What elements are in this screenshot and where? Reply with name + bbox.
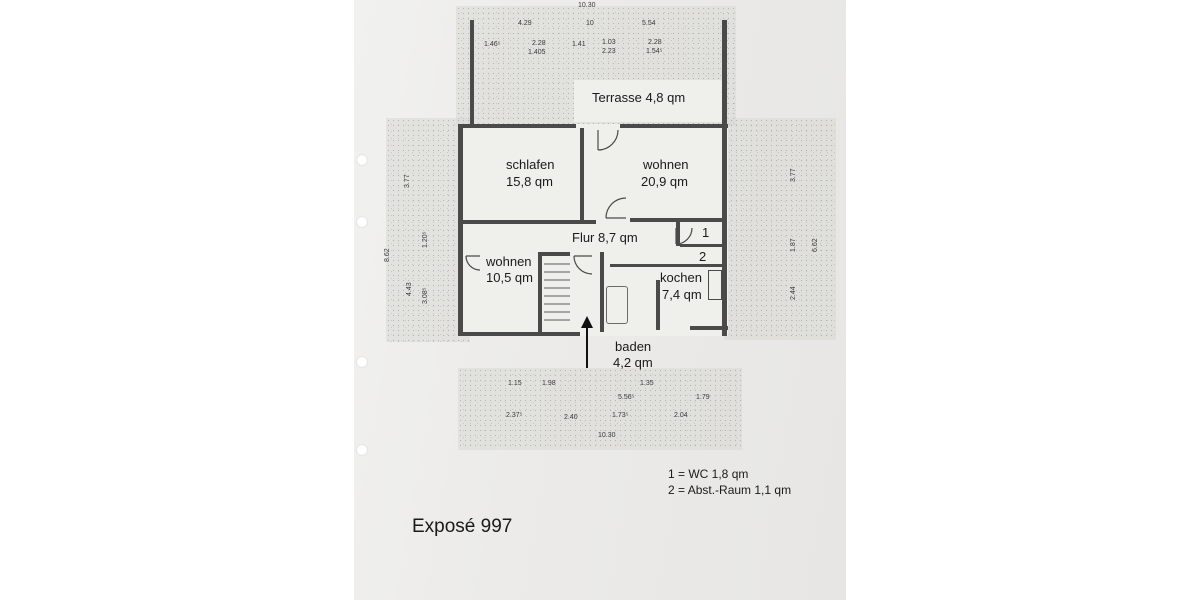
wall-wc-left — [676, 222, 680, 246]
wall-terrace-left — [470, 20, 474, 126]
wall-baden-left — [600, 252, 604, 332]
schlafen-label: schlafen — [506, 157, 555, 172]
punch-hole — [356, 444, 368, 456]
dim-label: 1.35 — [640, 380, 654, 387]
wall-mid-h-left — [458, 220, 596, 224]
dim-label: 1.98 — [542, 380, 556, 387]
wall-bottom — [458, 332, 580, 336]
door-arc-icon — [573, 255, 593, 275]
flur-label: Flur 8,7 qm — [572, 230, 638, 245]
punch-hole — [356, 154, 368, 166]
punch-hole — [356, 216, 368, 228]
stove-fixture — [708, 270, 722, 300]
dim-label: 2.28 — [532, 40, 546, 47]
dim-label: 10 — [586, 20, 594, 27]
wc-marker: 1 — [702, 225, 710, 240]
dim-label: 1.41 — [572, 41, 586, 48]
baden-label: baden — [615, 339, 652, 354]
dim-label: 2.40 — [564, 414, 578, 421]
dim-label: 2.28 — [648, 39, 662, 46]
dim-label: 5.54 — [642, 20, 656, 27]
door-arc-icon — [465, 255, 481, 271]
wall-mid-h-right — [630, 218, 726, 222]
wohnen-small-label: wohnen — [486, 254, 532, 269]
dim-label: 2.44 — [790, 286, 797, 300]
wohnen-big-area: 20,9 qm — [641, 174, 688, 189]
staircase-icon — [544, 263, 570, 321]
door-arc-icon — [675, 227, 693, 245]
plan-body — [458, 124, 728, 336]
legend-line: 2 = Abst.-Raum 1,1 qm — [668, 483, 792, 497]
dim-label: 2.23 — [602, 48, 616, 55]
dim-label: 5.56⁵ — [618, 394, 635, 401]
kochen-label: kochen — [660, 270, 702, 285]
bath-fixture — [606, 286, 628, 324]
dim-label: 1.54⁵ — [646, 48, 663, 55]
plan-left-strip — [386, 118, 470, 342]
wall-left — [458, 124, 463, 336]
baden-area: 4,2 qm — [613, 355, 653, 370]
wall-wohnen-small-right — [538, 252, 542, 336]
terrasse-area — [574, 80, 724, 122]
dim-label: 1.15 — [508, 380, 522, 387]
legend: 1 = WC 1,8 qm 2 = Abst.-Raum 1,1 qm — [668, 466, 791, 498]
wohnen-big-label: wohnen — [643, 157, 689, 172]
door-arc-icon — [605, 197, 627, 219]
terrasse-label: Terrasse 4,8 qm — [592, 90, 686, 105]
wall-stair — [540, 252, 570, 256]
dim-label: 1.405 — [528, 49, 546, 56]
dim-label: 1.20⁵ — [422, 231, 429, 248]
dim-label: 4.43 — [406, 282, 413, 296]
punch-hole — [356, 356, 368, 368]
dim-label: 3.77 — [404, 174, 411, 188]
kochen-area: 7,4 qm — [662, 287, 702, 302]
storage-marker: 2 — [699, 249, 707, 264]
wall-baden-right — [656, 280, 660, 330]
dim-label: 10.30 — [598, 432, 616, 439]
dim-label: 4.29 — [518, 20, 532, 27]
dim-label: 2.04 — [674, 412, 688, 419]
wall-top-left — [458, 124, 576, 128]
dim-label: 1.79 — [696, 394, 710, 401]
wall-bottom-right — [690, 326, 728, 330]
dim-label: 6.62 — [812, 238, 819, 252]
wall-kochen-top — [610, 264, 722, 267]
dim-label: 1.03 — [602, 39, 616, 46]
dim-label: 2.37⁵ — [506, 412, 523, 419]
dim-label: 8.62 — [384, 248, 391, 262]
expose-title: Exposé 997 — [412, 516, 513, 537]
plan-bottom-strip — [458, 368, 742, 450]
plan-right-strip — [724, 118, 836, 340]
dim-label: 1.73⁵ — [612, 412, 629, 419]
dim-label: 10.30 — [578, 2, 596, 9]
arrow-up-icon — [581, 316, 593, 368]
dim-label: 3.08⁵ — [422, 287, 429, 304]
wall-wc-mid — [680, 244, 722, 247]
dim-label: 3.77 — [790, 168, 797, 182]
door-arc-icon — [597, 129, 619, 151]
legend-line: 1 = WC 1,8 qm — [668, 467, 749, 481]
wohnen-small-area: 10,5 qm — [486, 270, 533, 285]
dim-label: 1.87 — [790, 238, 797, 252]
wall-top-right — [620, 124, 728, 128]
wall-right — [722, 20, 727, 336]
dim-label: 1.46⁵ — [484, 41, 501, 48]
schlafen-area: 15,8 qm — [506, 174, 553, 189]
wall-schlafen-wohnen — [580, 128, 584, 220]
